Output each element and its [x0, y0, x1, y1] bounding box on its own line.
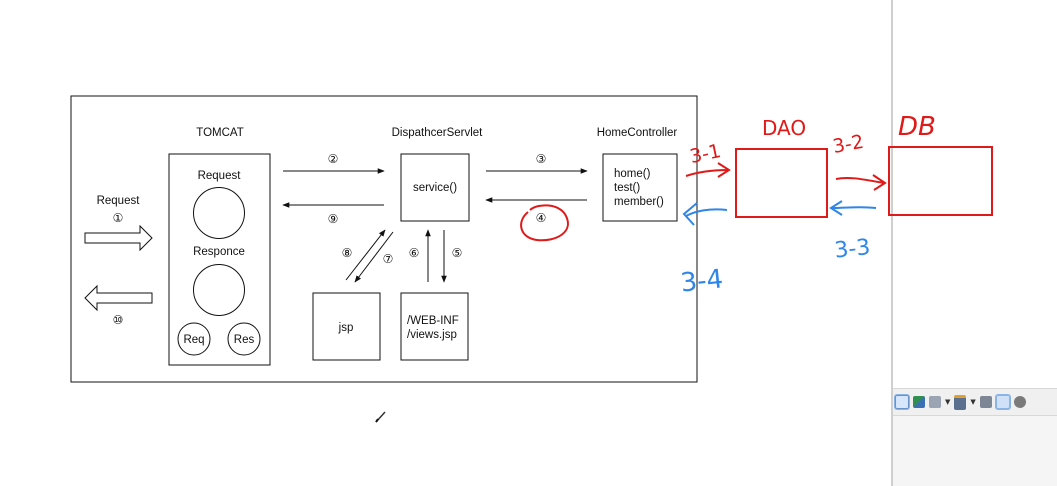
arrow-3-2 — [835, 174, 887, 191]
step-3: ③ — [536, 152, 547, 166]
tomcat-request-label: Request — [198, 170, 242, 182]
step-7: ⑦ — [383, 252, 394, 266]
arrow-step-7 — [354, 231, 394, 283]
tomcat-box — [168, 153, 271, 366]
diagram-frame — [70, 95, 698, 383]
request-circle — [193, 187, 245, 239]
controller-method-home: home() — [614, 168, 651, 180]
controller-box — [602, 153, 678, 222]
chevron-down-icon[interactable]: ▼ — [945, 398, 951, 406]
window-icon[interactable] — [954, 394, 967, 410]
webinf-line-2: /views.jsp — [407, 329, 457, 341]
tomcat-responce-label: Responce — [193, 246, 245, 258]
req-circle — [177, 322, 211, 356]
jsp-box — [312, 292, 381, 361]
panel-icon[interactable] — [929, 396, 941, 408]
step-2: ② — [328, 152, 339, 166]
db-box — [888, 146, 993, 216]
red-scribble-circle — [520, 204, 569, 242]
arrow-3-4 — [682, 202, 728, 226]
res-label: Res — [234, 334, 255, 346]
step-3-2-label: 3-2 — [831, 131, 865, 158]
step-6: ⑥ — [409, 246, 420, 260]
controller-method-member: member() — [614, 196, 664, 208]
controller-method-test: test() — [614, 182, 640, 194]
step-5: ⑤ — [452, 246, 463, 260]
response-arrow — [84, 284, 153, 312]
responce-circle — [193, 264, 245, 316]
client-request-label: Request — [97, 195, 141, 207]
ide-panel-area — [893, 416, 1057, 486]
controller-title: HomeController — [597, 127, 678, 139]
res-circle — [227, 322, 261, 356]
monitor-icon[interactable] — [894, 394, 910, 410]
step-8: ⑧ — [342, 246, 353, 260]
step-4: ④ — [536, 211, 547, 225]
request-arrow — [84, 224, 153, 252]
flag-icon[interactable] — [913, 396, 925, 408]
dao-label: DAO — [762, 116, 806, 140]
service-label: service() — [413, 182, 457, 194]
dao-box — [735, 148, 828, 218]
db-label: DB — [898, 112, 936, 142]
arrow-step-8 — [345, 229, 386, 281]
arrow-3-3 — [829, 200, 877, 216]
webinf-line-1: /WEB-INF — [407, 315, 459, 327]
step-10: ⑩ — [113, 313, 124, 327]
step-9: ⑨ — [328, 212, 339, 226]
copy-icon[interactable] — [979, 396, 992, 408]
jsp-label: jsp — [338, 322, 354, 334]
tomcat-title: TOMCAT — [196, 127, 244, 139]
pencil-cursor-icon — [375, 411, 386, 423]
brush-icon[interactable] — [994, 394, 1011, 410]
req-label: Req — [183, 334, 204, 346]
window-divider — [891, 0, 893, 486]
chevron-down-icon[interactable]: ▼ — [970, 398, 976, 406]
step-1: ① — [113, 211, 124, 225]
service-box — [400, 153, 470, 222]
gear-icon[interactable] — [1013, 396, 1026, 408]
webinf-box — [400, 292, 469, 361]
ide-toolbar: ▼ ▼ — [893, 388, 1057, 416]
arrow-3-1 — [685, 162, 731, 178]
dispatcher-title: DispathcerServlet — [392, 127, 484, 139]
step-3-4-label: 3-4 — [679, 264, 724, 298]
step-3-3-label: 3-3 — [833, 235, 871, 264]
